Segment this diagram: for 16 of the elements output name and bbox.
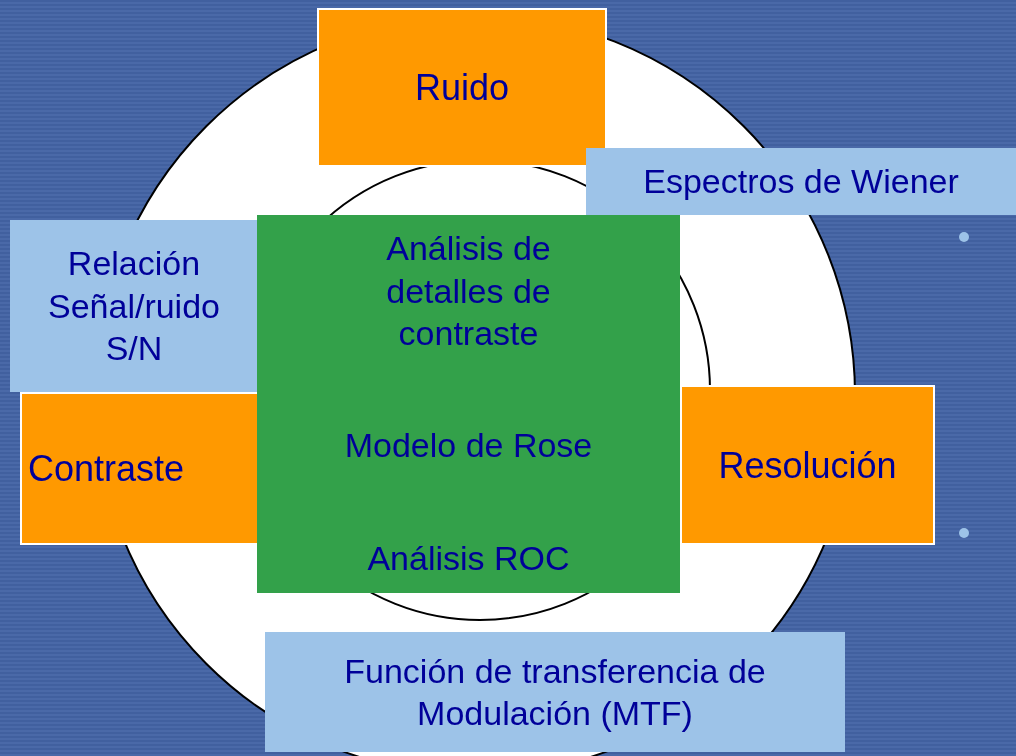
box-text: Contraste (28, 447, 185, 491)
box-text: Resolución (718, 443, 897, 488)
box-text: Modelo de Rose (344, 425, 593, 467)
box-text: Análisis ROC (367, 537, 570, 579)
resolution-box (680, 385, 935, 545)
noise-box (317, 8, 607, 167)
contrast-box (20, 392, 260, 545)
analysis-box (257, 215, 680, 593)
wiener-box (586, 148, 1016, 215)
box-text: Espectros de Wiener (643, 161, 959, 203)
box-text: Análisis de detalles de contraste (385, 228, 552, 354)
box-text: Función de transferencia de Modulación (MTF) (343, 650, 767, 734)
box-text: Relación Señal/ruido S/N (47, 243, 221, 370)
snr-box (10, 220, 258, 392)
mtf-box (265, 632, 845, 752)
box-text: Ruido (414, 66, 510, 110)
